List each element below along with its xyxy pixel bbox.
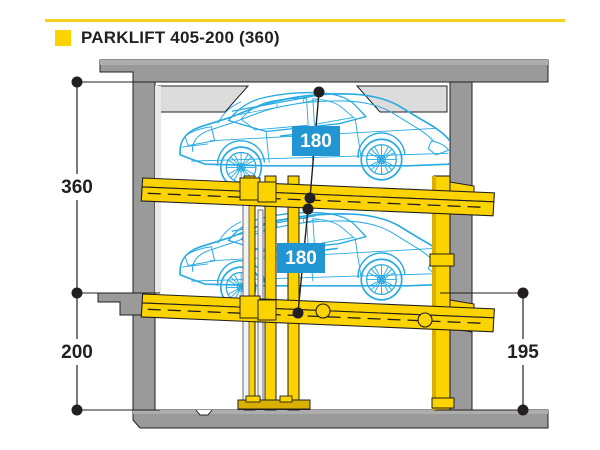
upper-height-value: 180 xyxy=(300,131,332,152)
lower-vehicle-height: 180 xyxy=(277,203,325,319)
right-dimension-group: 195 xyxy=(440,287,551,416)
title-rule xyxy=(45,19,565,22)
dim-label-195: 195 xyxy=(507,342,539,363)
page-title-text: PARKLIFT 405-200 (360) xyxy=(81,28,280,47)
dim-label-200: 200 xyxy=(61,342,93,363)
dim-label-360: 360 xyxy=(61,177,93,198)
left-dimension-group: 360 200 xyxy=(51,76,160,416)
yellow-square-icon xyxy=(55,30,71,46)
upper-vehicle-height: 180 xyxy=(292,86,340,204)
page-title: PARKLIFT 405-200 (360) xyxy=(55,28,280,48)
lift-structure xyxy=(140,171,496,411)
lower-height-value: 180 xyxy=(285,248,317,269)
